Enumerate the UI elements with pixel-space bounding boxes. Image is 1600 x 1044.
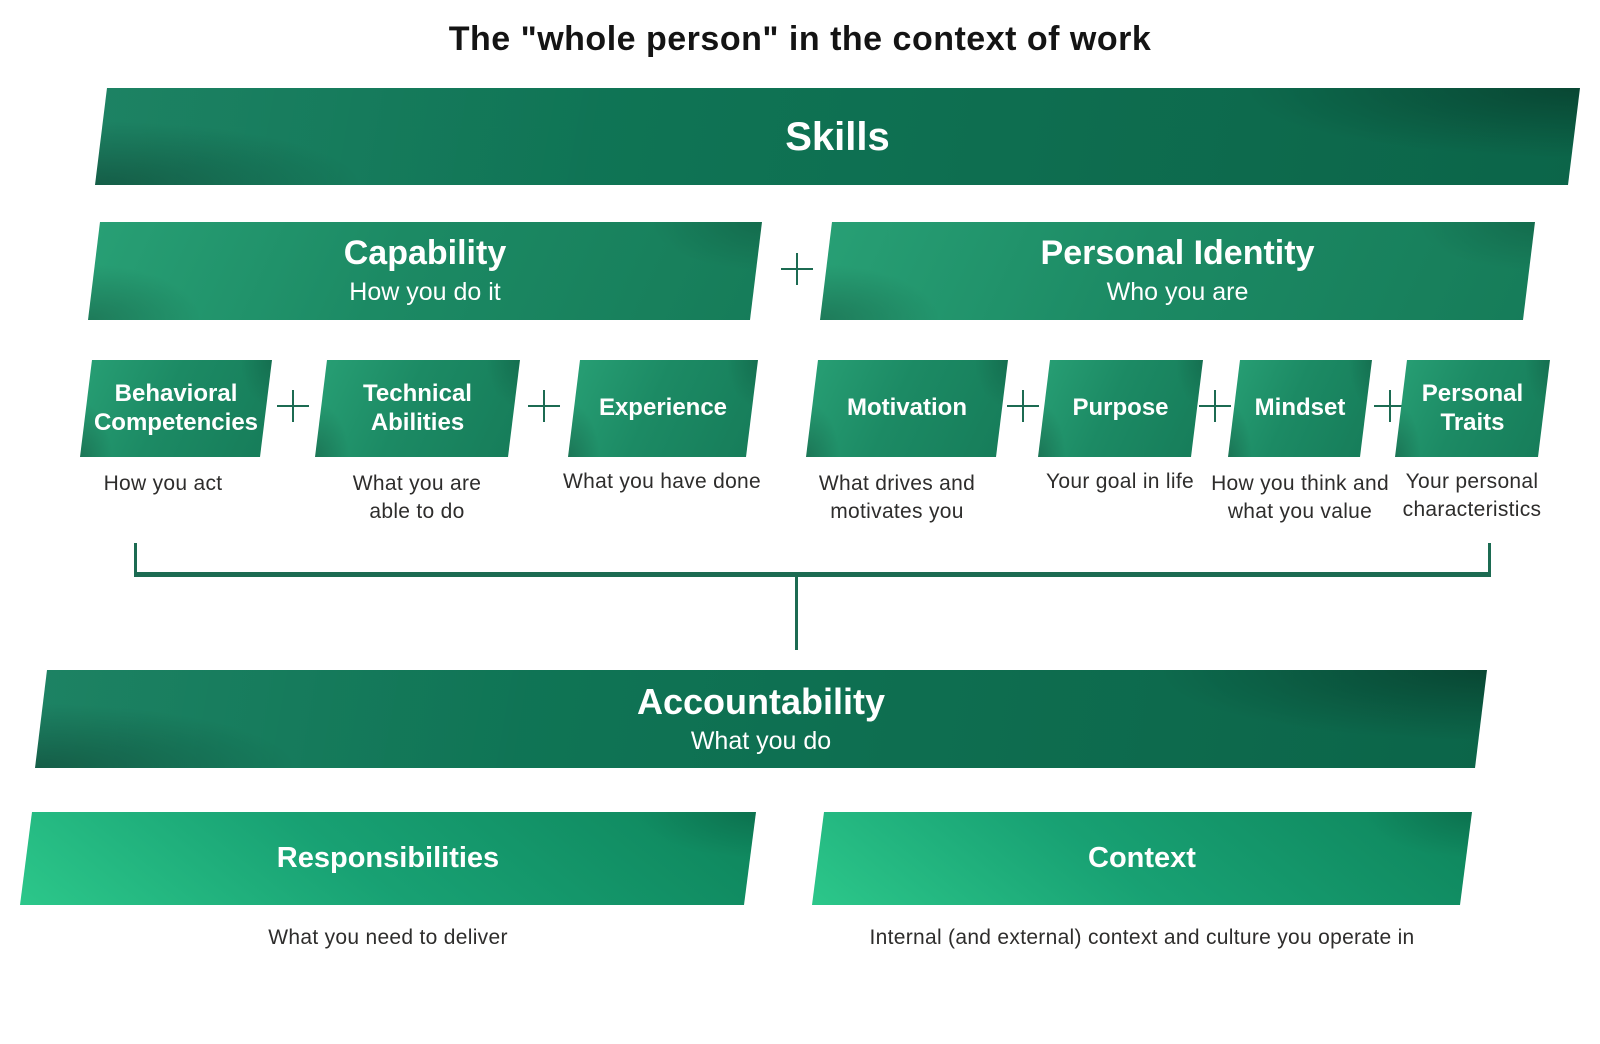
plus-icon bbox=[781, 253, 813, 285]
responsibilities-caption: What you need to deliver bbox=[268, 926, 508, 949]
motivation-label: Motivation bbox=[847, 394, 967, 422]
capability-title: Capability bbox=[343, 234, 507, 273]
purpose-caption: Your goal in life bbox=[1046, 470, 1194, 493]
skills-label: Skills bbox=[785, 114, 890, 159]
responsibilities-banner: Responsibilities bbox=[20, 812, 756, 905]
plus-icon bbox=[528, 390, 560, 422]
purpose-label: Purpose bbox=[1072, 394, 1169, 422]
experience-label: Experience bbox=[598, 394, 728, 422]
technical-abilities-caption: What you are able to do bbox=[352, 472, 482, 523]
purpose-box: Purpose bbox=[1038, 360, 1203, 457]
motivation-caption: What drives and motivates you bbox=[818, 472, 976, 523]
plus-icon bbox=[1374, 390, 1406, 422]
behavioral-competencies-box: Behavioral Competencies bbox=[80, 360, 272, 457]
behavioral-competencies-caption: How you act bbox=[103, 472, 223, 495]
personal-identity-title: Personal Identity bbox=[1040, 234, 1315, 273]
technical-abilities-label: Technical Abilities bbox=[363, 379, 472, 436]
mindset-label: Mindset bbox=[1254, 394, 1346, 422]
technical-abilities-box: Technical Abilities bbox=[315, 360, 520, 457]
plus-icon bbox=[277, 390, 309, 422]
behavioral-competencies-label: Behavioral Competencies bbox=[93, 379, 259, 436]
bracket-right-tick bbox=[1488, 543, 1491, 575]
accountability-subtitle: What you do bbox=[690, 726, 832, 755]
context-title: Context bbox=[1088, 841, 1196, 874]
bracket-bar bbox=[134, 572, 1491, 577]
motivation-box: Motivation bbox=[806, 360, 1008, 457]
experience-caption: What you have done bbox=[562, 470, 762, 493]
accountability-title: Accountability bbox=[636, 681, 886, 723]
context-caption: Internal (and external) context and cult… bbox=[869, 926, 1415, 949]
plus-icon bbox=[1007, 390, 1039, 422]
capability-banner: Capability How you do it bbox=[88, 222, 762, 320]
mindset-box: Mindset bbox=[1228, 360, 1372, 457]
skills-banner: Skills bbox=[95, 88, 1580, 185]
bracket-left-tick bbox=[134, 543, 137, 575]
bracket-stem bbox=[795, 577, 798, 650]
context-banner: Context bbox=[812, 812, 1472, 905]
personal-identity-subtitle: Who you are bbox=[1106, 277, 1249, 306]
experience-box: Experience bbox=[568, 360, 758, 457]
responsibilities-title: Responsibilities bbox=[276, 841, 500, 874]
mindset-caption: How you think and what you value bbox=[1211, 472, 1389, 523]
capability-subtitle: How you do it bbox=[349, 277, 501, 306]
personal-traits-caption: Your personal characteristics bbox=[1402, 470, 1542, 521]
personal-traits-box: Personal Traits bbox=[1395, 360, 1550, 457]
plus-icon bbox=[1199, 390, 1231, 422]
accountability-banner: Accountability What you do bbox=[35, 670, 1487, 768]
diagram-title: The "whole person" in the context of wor… bbox=[448, 20, 1152, 58]
personal-traits-label: Personal Traits bbox=[1421, 379, 1524, 436]
personal-identity-banner: Personal Identity Who you are bbox=[820, 222, 1535, 320]
